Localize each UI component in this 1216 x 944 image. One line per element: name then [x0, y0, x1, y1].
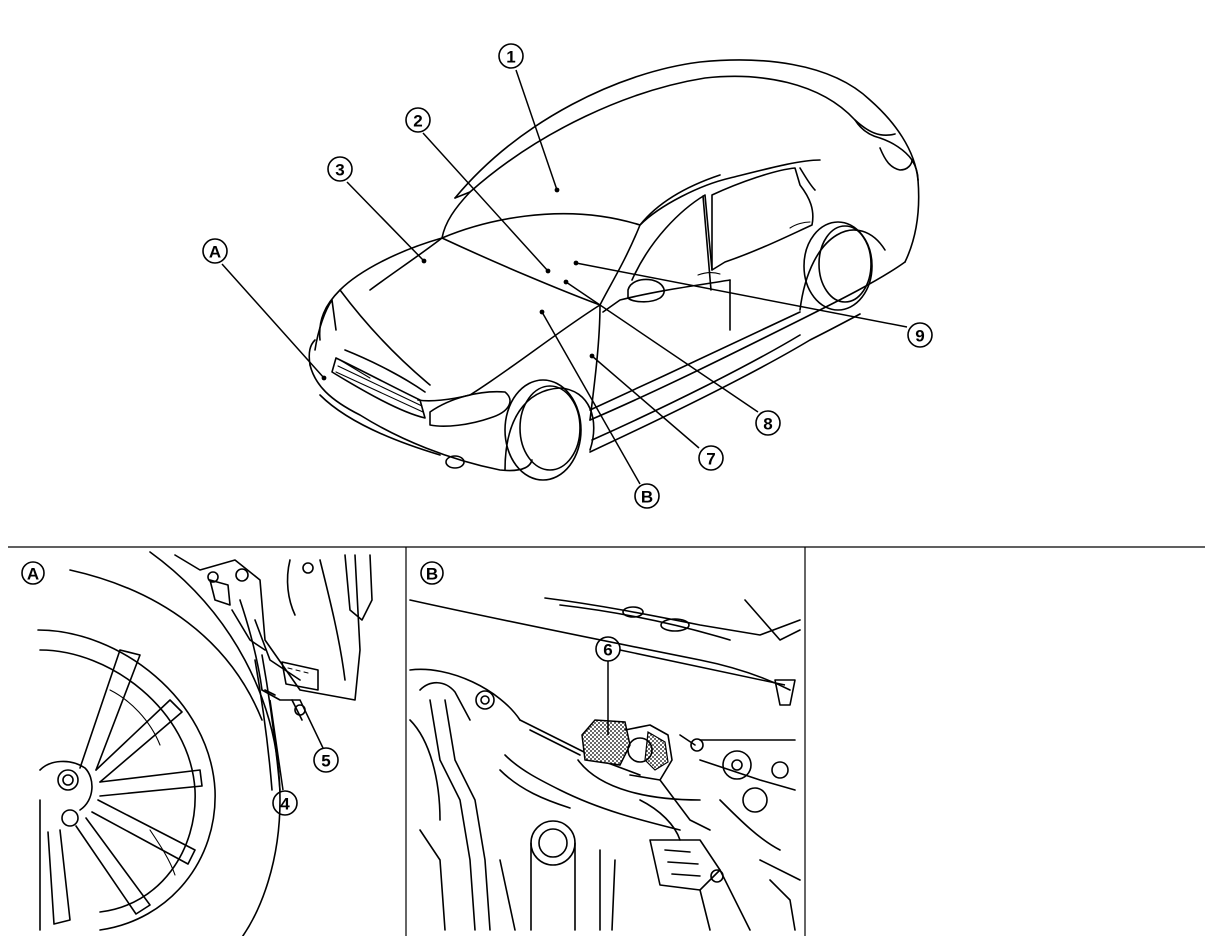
callout-1: 1: [498, 43, 524, 69]
callout-4: 4: [272, 790, 298, 816]
callout-view-a: A: [202, 238, 228, 264]
svg-text:1: 1: [506, 48, 515, 67]
svg-text:B: B: [641, 488, 653, 507]
callout-5: 5: [313, 747, 339, 773]
svg-text:A: A: [27, 565, 39, 584]
svg-text:3: 3: [335, 161, 344, 180]
leader-dots: [321, 187, 595, 381]
svg-text:5: 5: [321, 752, 330, 771]
detail-panels-frame: [8, 546, 1205, 936]
callout-2: 2: [405, 107, 431, 133]
vehicle-illustration: [308, 59, 920, 481]
svg-text:2: 2: [413, 112, 422, 131]
callout-8: 8: [755, 410, 781, 436]
detail-a-view-label: A: [21, 561, 45, 585]
callout-7: 7: [698, 445, 724, 471]
callout-9: 9: [907, 322, 933, 348]
svg-text:9: 9: [915, 327, 924, 346]
svg-text:6: 6: [603, 641, 612, 660]
svg-text:7: 7: [706, 450, 715, 469]
svg-text:8: 8: [763, 415, 772, 434]
callout-3: 3: [327, 156, 353, 182]
callout-view-b: B: [634, 483, 660, 509]
svg-text:B: B: [426, 565, 438, 584]
leader-lines: [221, 69, 908, 485]
svg-text:A: A: [209, 243, 221, 262]
svg-text:4: 4: [280, 795, 290, 814]
detail-view-a: [37, 551, 373, 936]
callout-6: 6: [595, 636, 621, 662]
detail-b-view-label: B: [420, 561, 444, 585]
detail-view-b: [409, 597, 801, 931]
